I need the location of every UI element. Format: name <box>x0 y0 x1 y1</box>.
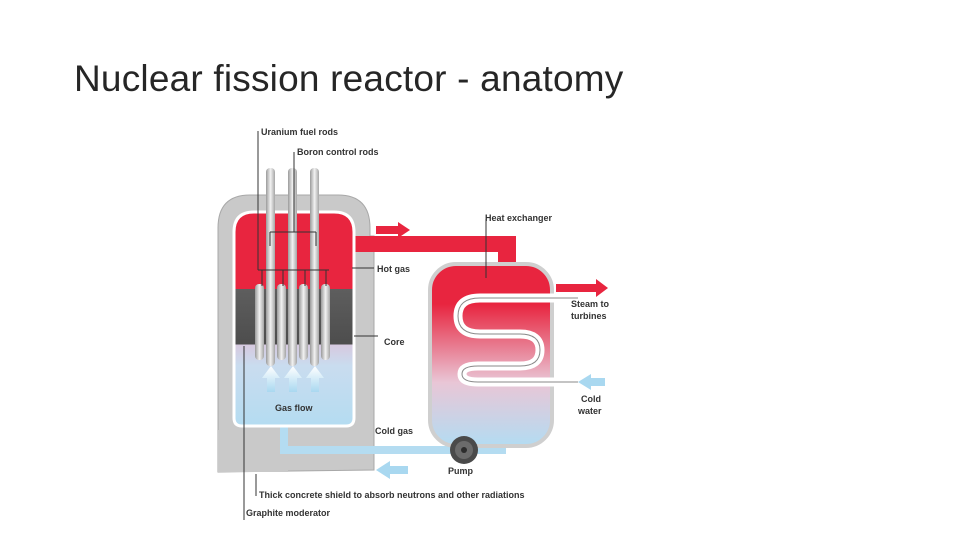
label-uranium-fuel-rods: Uranium fuel rods <box>261 127 338 137</box>
label-cold-water-line1: Cold <box>581 394 601 404</box>
slide-title: Nuclear fission reactor - anatomy <box>74 58 624 99</box>
label-steam-line2: turbines <box>571 311 607 321</box>
label-steam-line1: Steam to <box>571 299 610 309</box>
label-graphite-moderator: Graphite moderator <box>246 508 331 518</box>
cold-gas-pipe <box>280 418 506 454</box>
boron-control-rods <box>266 168 319 366</box>
uranium-fuel-rods <box>255 284 330 360</box>
label-heat-exchanger: Heat exchanger <box>485 213 553 223</box>
hot-gas-pipe <box>350 236 516 268</box>
cold-water-arrow <box>578 374 605 390</box>
label-core: Core <box>384 337 405 347</box>
hot-gas-out-arrow <box>376 222 410 238</box>
label-pump: Pump <box>448 466 474 476</box>
leader-lines <box>243 131 487 520</box>
steam-arrow <box>556 279 608 297</box>
pump <box>450 436 478 464</box>
label-cold-gas: Cold gas <box>375 426 413 436</box>
cold-gas-return-arrow <box>376 461 408 479</box>
label-shield: Thick concrete shield to absorb neutrons… <box>259 490 525 500</box>
label-boron-control-rods: Boron control rods <box>297 147 379 157</box>
label-cold-water-line2: water <box>577 406 602 416</box>
concrete-shield-base <box>218 430 288 472</box>
label-gas-flow: Gas flow <box>275 403 314 413</box>
heat-exchanger <box>428 262 554 448</box>
gas-flow-arrows <box>262 366 324 392</box>
label-hot-gas: Hot gas <box>377 264 410 274</box>
